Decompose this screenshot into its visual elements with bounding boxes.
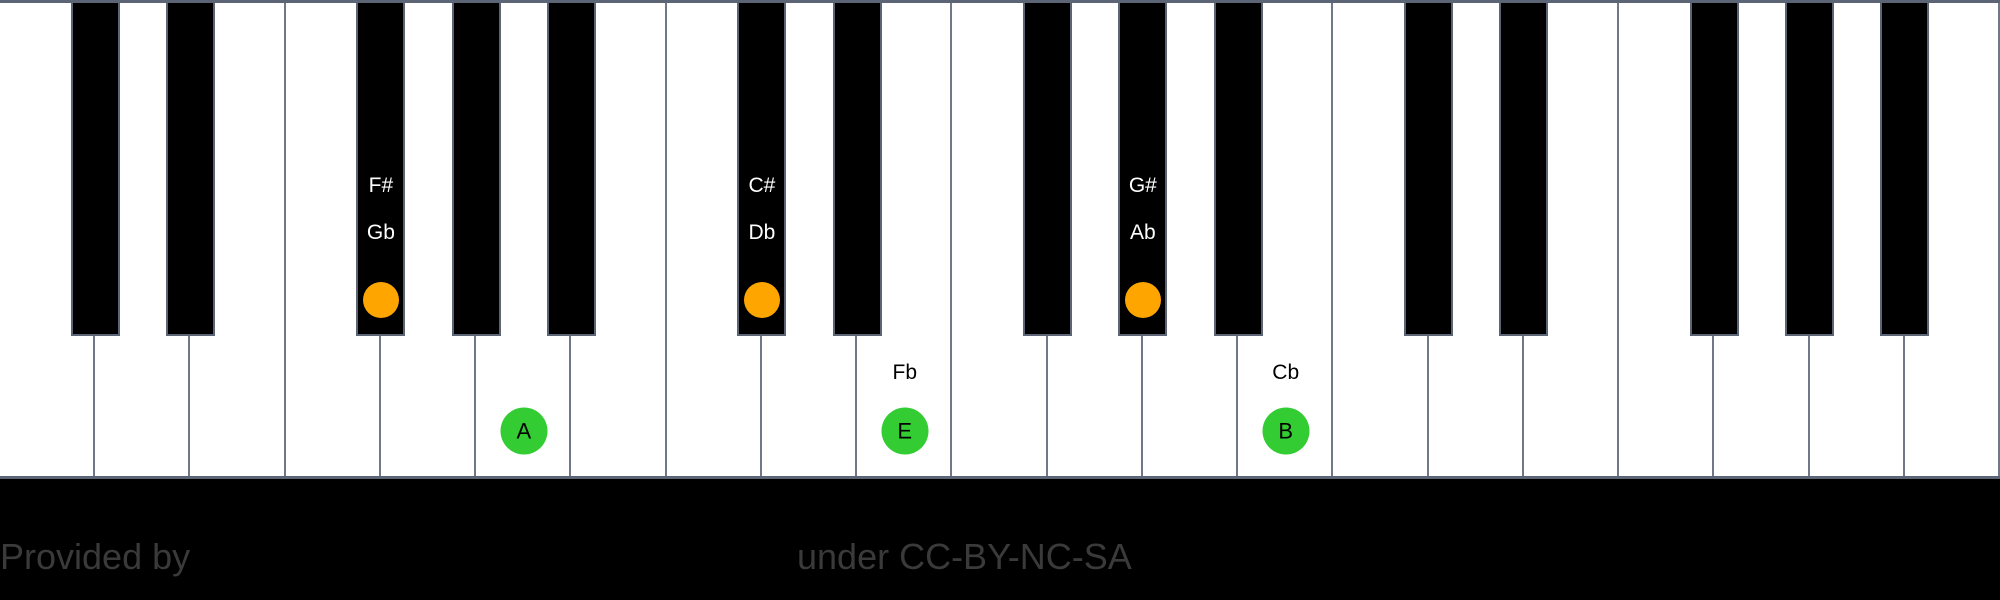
note-label-flat: Ab [1130,221,1156,244]
note-label-flat: Gb [366,221,395,244]
note-label-enharmonic: Cb [1272,361,1300,384]
chord-note-marker: B [1262,407,1310,455]
black-key[interactable] [451,3,501,336]
keyboard-bottom-edge [0,476,2000,479]
black-key[interactable] [165,3,215,336]
black-key[interactable] [737,3,787,336]
note-label-sharp: F# [368,174,394,197]
note-label-sharp: C# [748,174,776,197]
black-key[interactable] [546,3,596,336]
black-key[interactable] [1213,3,1263,336]
black-key[interactable] [1499,3,1549,336]
black-key[interactable] [832,3,882,336]
footer-provided-by: Provided by [0,536,191,577]
black-key[interactable] [70,3,120,336]
note-label-enharmonic: Fb [892,361,918,384]
chord-note-marker [362,282,399,318]
chord-note-marker: E [881,407,929,455]
black-key[interactable] [356,3,406,336]
note-label-flat: Db [748,221,776,244]
black-key[interactable] [1404,3,1454,336]
black-key[interactable] [1785,3,1835,336]
black-key[interactable] [1023,3,1073,336]
black-key[interactable] [1689,3,1739,336]
black-key[interactable] [1880,3,1930,336]
footer-license: under CC-BY-NC-SA [797,536,1132,577]
black-key[interactable] [1118,3,1168,336]
chord-note-marker: A [500,407,548,455]
note-label-sharp: G# [1128,174,1157,197]
chord-note-marker [743,282,780,318]
chord-note-marker [1124,282,1161,318]
piano-keyboard [0,0,2000,478]
